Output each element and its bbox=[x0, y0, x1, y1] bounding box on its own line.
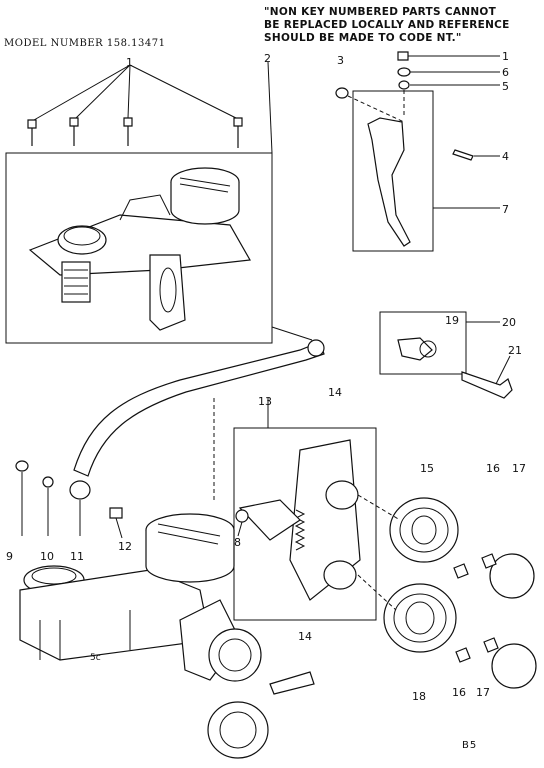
assembly-7-frame bbox=[352, 90, 434, 252]
callout-6: 6 bbox=[502, 66, 509, 79]
callout-14: 14 bbox=[328, 386, 342, 399]
cap-17-lower bbox=[491, 643, 537, 689]
callout-16b: 16 bbox=[452, 686, 466, 699]
callout-17: 17 bbox=[512, 462, 526, 475]
main-assembly: 5c bbox=[19, 513, 315, 759]
assembly-13-frame bbox=[233, 427, 377, 621]
part-20 bbox=[397, 337, 433, 361]
lever-7 bbox=[367, 117, 411, 247]
callout-19: 19 bbox=[445, 314, 459, 327]
assembly-20-frame bbox=[379, 311, 467, 375]
callout-8: 8 bbox=[234, 536, 241, 549]
screw-group-1 bbox=[27, 64, 243, 148]
assembly-13-parts bbox=[238, 439, 361, 601]
svg-text:5c: 5c bbox=[90, 653, 101, 663]
callout-11: 11 bbox=[70, 550, 84, 563]
callout-10: 10 bbox=[40, 550, 54, 563]
ring-15 bbox=[389, 497, 459, 563]
callout-12: 12 bbox=[118, 540, 132, 553]
callout-3: 3 bbox=[337, 54, 344, 67]
callout-13: 13 bbox=[258, 395, 272, 408]
callout-18: 18 bbox=[412, 690, 426, 703]
small-parts-top-right bbox=[335, 51, 500, 161]
callout-20: 20 bbox=[502, 316, 516, 329]
callout-5: 5 bbox=[502, 80, 509, 93]
assembly-2-parts bbox=[28, 167, 251, 331]
callout-7: 7 bbox=[502, 203, 509, 216]
ring-18 bbox=[383, 583, 457, 653]
replacement-note: "NON KEY NUMBERED PARTS CANNOT BE REPLAC… bbox=[264, 6, 510, 44]
page-id: B5 bbox=[462, 740, 478, 751]
callout-15: 15 bbox=[420, 462, 434, 475]
cap-17-upper bbox=[489, 553, 535, 599]
callout-1b: 1 bbox=[502, 50, 509, 63]
assembly-2-frame bbox=[5, 152, 273, 344]
model-number: MODEL NUMBER 158.13471 bbox=[4, 38, 166, 49]
callout-9: 9 bbox=[6, 550, 13, 563]
callout-1: 1 bbox=[126, 56, 133, 69]
callout-4: 4 bbox=[502, 150, 509, 163]
callout-2: 2 bbox=[264, 52, 271, 65]
callout-16: 16 bbox=[486, 462, 500, 475]
pin-21 bbox=[461, 371, 513, 399]
callout-14b: 14 bbox=[298, 630, 312, 643]
callout-17b: 17 bbox=[476, 686, 490, 699]
callout-21: 21 bbox=[508, 344, 522, 357]
arm-link bbox=[73, 341, 325, 477]
